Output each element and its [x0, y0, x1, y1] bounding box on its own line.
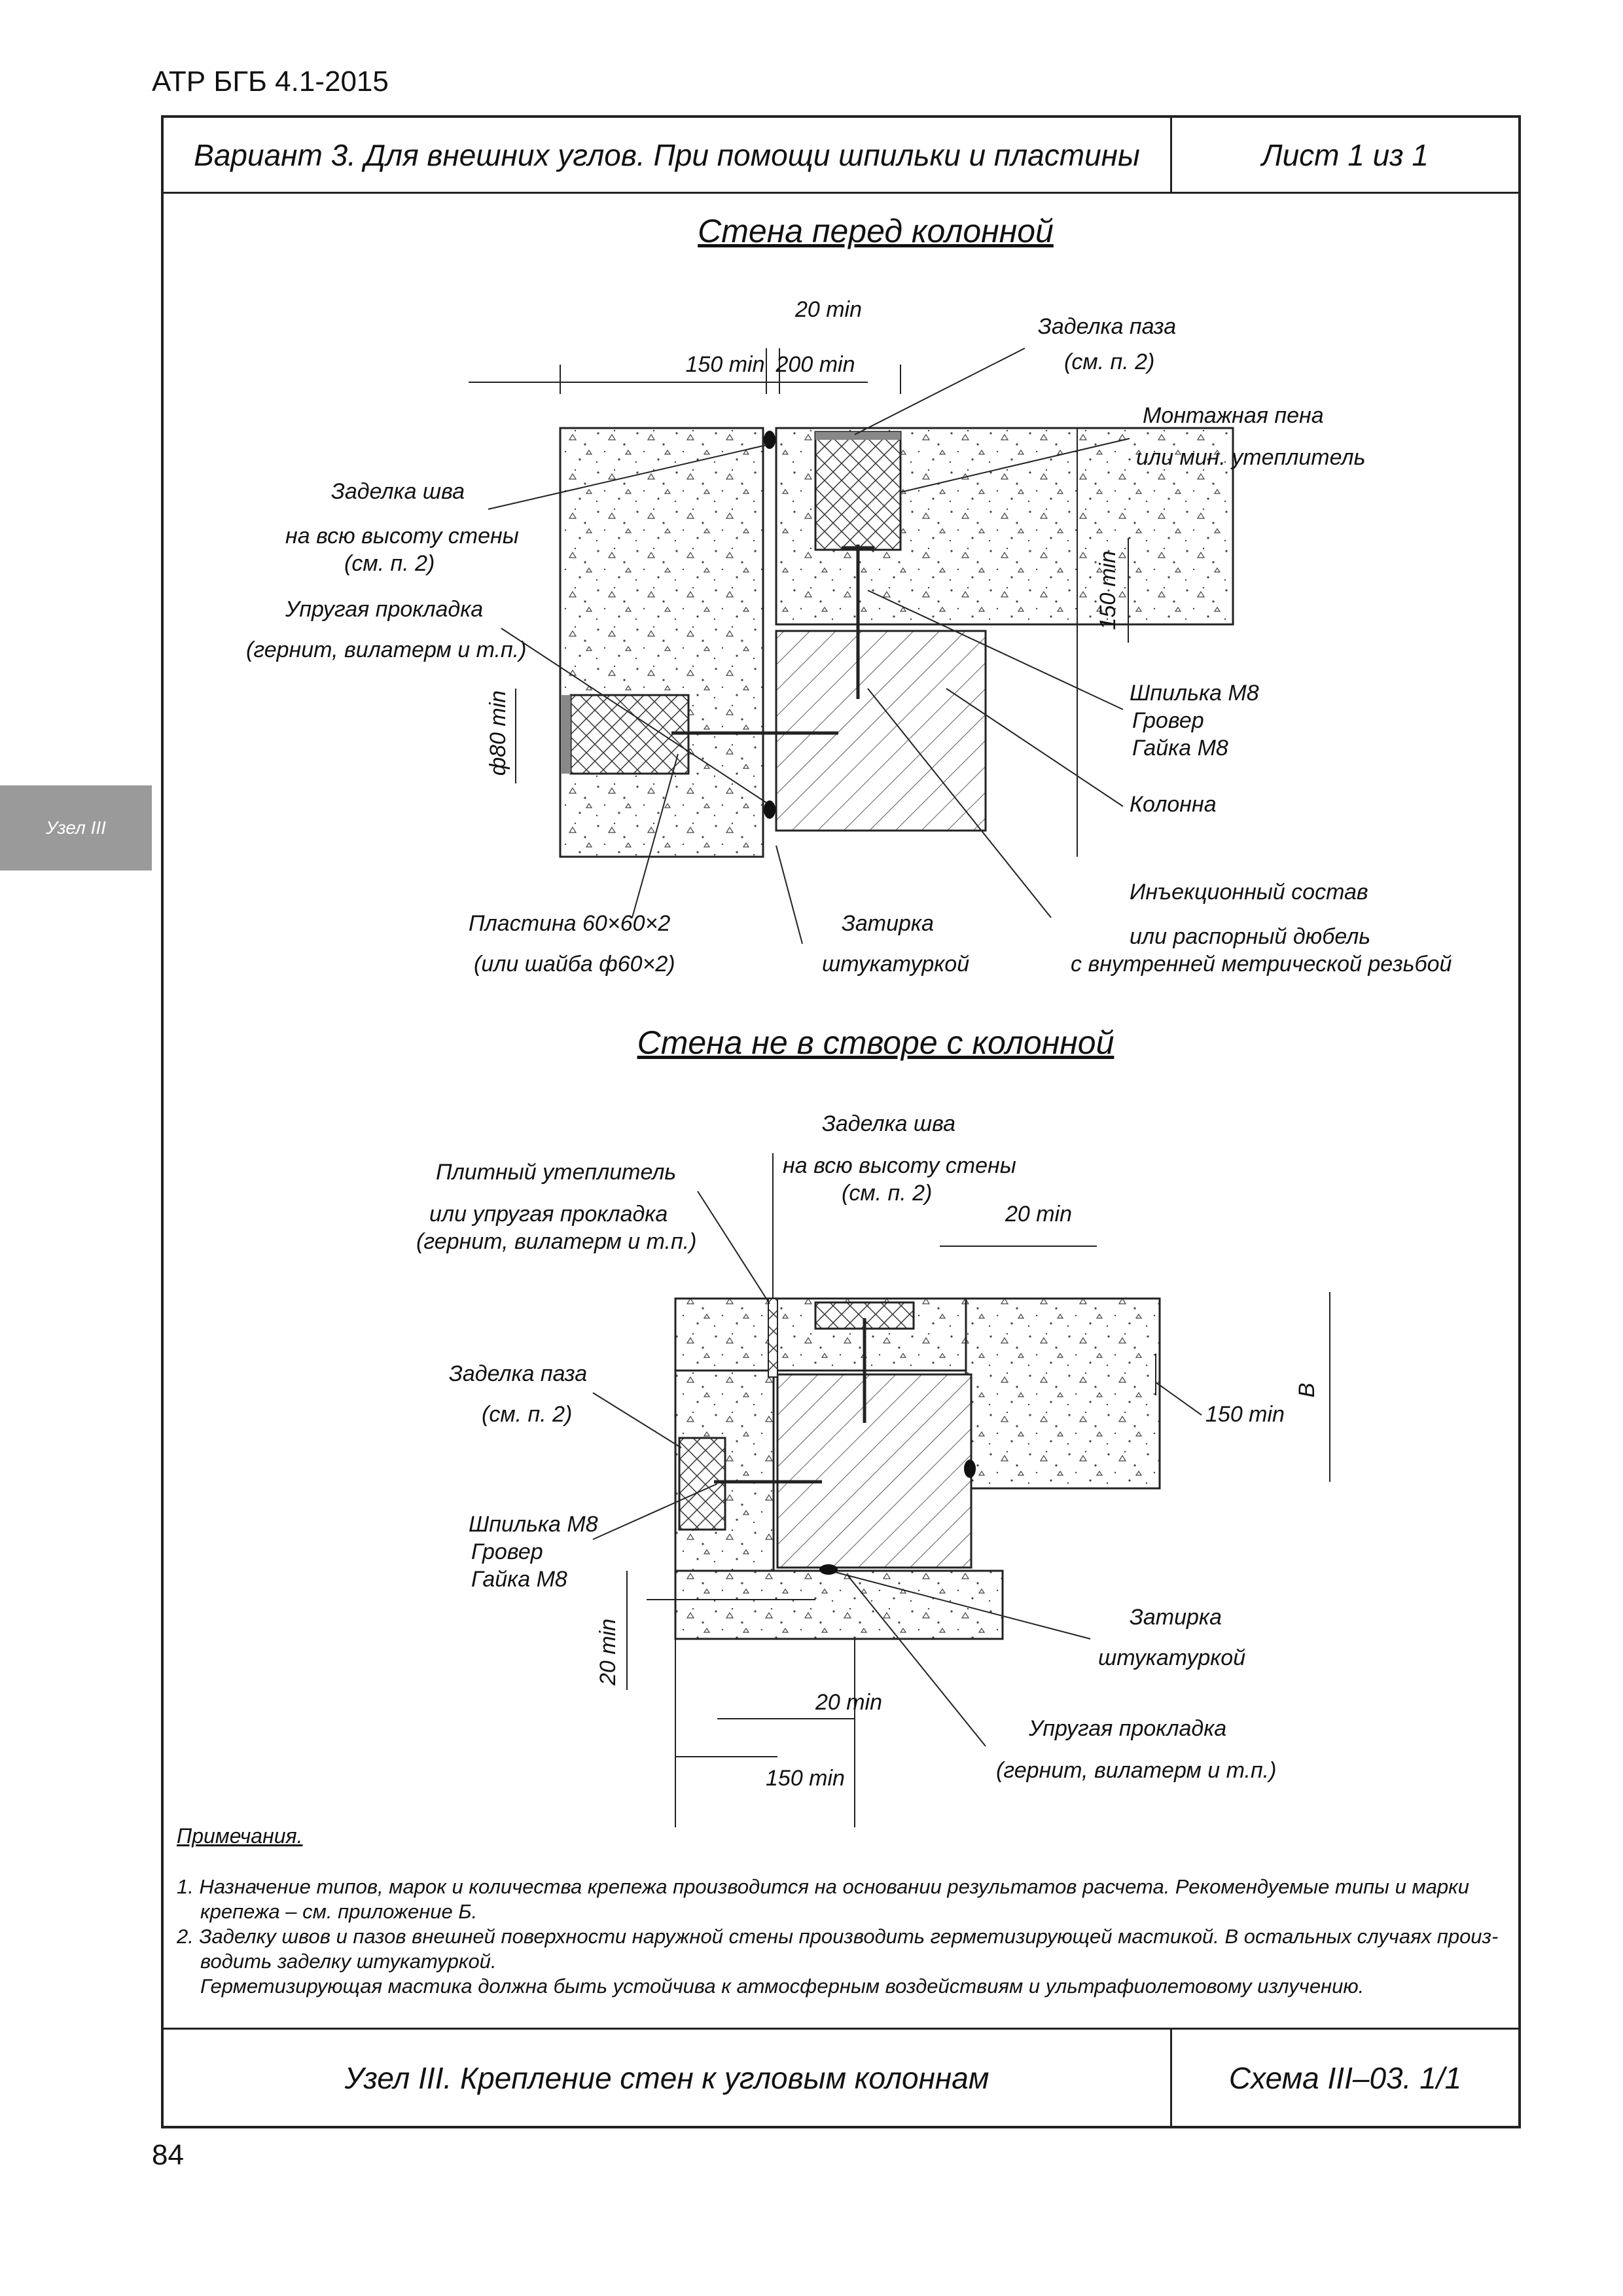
s1-inject-3: с внутренней метрической резьбой [1071, 952, 1452, 977]
s2-zatirka-2: штукатуркой [1098, 1645, 1245, 1670]
s1-leader-6 [946, 688, 1124, 807]
s1-leader-9 [776, 845, 803, 944]
s1-zadelka-paza-ref: (см. п. 2) [1064, 350, 1154, 374]
document-code: АТР БГБ 4.1-2015 [152, 65, 389, 98]
section1-title: Стена перед колонной [698, 213, 1054, 249]
s2-shpilka: Шпилька М8 [469, 1512, 598, 1537]
s1-montazh-pena: Монтажная пена [1143, 403, 1324, 428]
s2-leader-dim [1155, 1382, 1202, 1416]
s1-dim-150min: 150 min [686, 352, 765, 377]
s1-wall [559, 427, 764, 858]
s2-grover: Гровер [471, 1539, 543, 1564]
s2-leader-2 [697, 1191, 770, 1304]
s1-groove-seal [815, 432, 901, 440]
s1-dim-200min: 200 min [776, 352, 855, 377]
s1-leader-5 [867, 590, 1124, 710]
s2-leader-4 [592, 1483, 718, 1540]
notes-heading: Примечания. [177, 1824, 303, 1848]
s1-zadelka-shva: Заделка шва [331, 479, 465, 504]
s1-leader-1 [854, 348, 1026, 435]
s1-inject: Инъекционный состав [1130, 880, 1368, 905]
s2-gaika: Гайка М8 [471, 1567, 567, 1592]
s2-plit-uteplitel-2: или упругая прокладка [429, 1202, 668, 1227]
title-block-header: Вариант 3. Для внешних углов. При помощи… [164, 118, 1518, 194]
s2-zatirka: Затирка [1130, 1605, 1222, 1630]
title-block-footer: Узел III. Крепление стен к угловым колон… [164, 2028, 1518, 2126]
s2-dim-B-right: B [1294, 1383, 1319, 1398]
s1-montazh-pena-2: или мин. утеплитель [1136, 445, 1365, 470]
note-2-cont: водить заделку штукатуркой. [200, 1950, 497, 1973]
s1-dim-20min: 20 min [794, 297, 862, 322]
s2-zadelka-paza-ref: (см. п. 2) [482, 1402, 572, 1427]
note-2-cont-2: Герметизирующая мастика должна быть усто… [200, 1975, 1364, 1998]
s2-plit-uteplitel-3: (гернит, вилатерм и т.п.) [416, 1229, 696, 1254]
s1-plastina: Пластина 60×60×2 [469, 911, 670, 936]
s2-dim-150min-right: 150 min [1205, 1402, 1285, 1427]
header-sheet: Лист 1 из 1 [1262, 137, 1429, 172]
s2-leader-3 [592, 1392, 682, 1448]
s2-dim-150min-bottom: 150 min [766, 1766, 845, 1791]
s1-seal-bottom [764, 800, 776, 819]
s1-grover: Гровер [1132, 708, 1204, 733]
s1-leader-7 [867, 688, 1052, 918]
s1-leader-3 [488, 444, 767, 510]
s1-zadelka-paza: Заделка паза [1038, 314, 1176, 339]
s2-seal-right [964, 1460, 976, 1478]
s2-plit-uteplitel: Плитный утеплитель [436, 1160, 676, 1185]
note-1: 1. Назначение типов, марок и количества … [177, 1875, 1470, 1898]
drawing-area: Стена перед колонной 20 min 150 min 200 … [161, 191, 1521, 1880]
s1-zatirka-2: штукатуркой [822, 952, 969, 977]
s1-column [775, 630, 987, 832]
s1-seal-top [764, 431, 776, 449]
s2-zadelka-shva: Заделка шва [822, 1111, 955, 1136]
s1-foam-insert [814, 431, 902, 551]
s1-plastina-2: (или шайба ф60×2) [474, 952, 675, 977]
side-tab: Узел III [0, 785, 152, 870]
drawing-frame: Вариант 3. Для внешних углов. При помощи… [161, 115, 1521, 2128]
s2-zadelka-shva-ref: (см. п. 2) [842, 1181, 932, 1206]
s2-uprug-prokladka: Упругая прокладка [1028, 1716, 1226, 1741]
technical-drawing: Стена перед колонной 20 min 150 min 200 … [246, 213, 1452, 1880]
s2-leader-6 [847, 1575, 986, 1747]
s1-dim-150min-vert: 150 min [1096, 551, 1120, 630]
s1-kolonna: Колонна [1130, 792, 1217, 817]
s2-dim-20min-bottom: 20 min [815, 1690, 882, 1715]
s2-uprug-prokladka-2: (гернит, вилатерм и т.п.) [996, 1758, 1276, 1783]
footer-title: Узел III. Крепление стен к угловым колон… [164, 2030, 1172, 2126]
s1-leader-8 [632, 753, 679, 918]
s2-insulation-strip [768, 1298, 778, 1378]
footer-scheme: Схема III–03. 1/1 [1228, 2060, 1462, 2095]
s1-dim-80min: ф80 min [486, 691, 510, 776]
s2-wall-bottom [674, 1570, 1004, 1640]
s1-gaika: Гайка М8 [1132, 736, 1228, 761]
s2-panel-right [965, 1297, 1161, 1490]
s2-zadelka-paza: Заделка паза [449, 1361, 587, 1386]
s1-wall-insert-seal [562, 695, 571, 774]
s1-leader-4 [501, 628, 768, 804]
s2-zadelka-shva-2: на всю высоту стены [783, 1153, 1016, 1178]
s1-uprug-prokladka-2: (гернит, вилатерм и т.п.) [246, 637, 526, 662]
s1-uprug-prokladka: Упругая прокладка [285, 597, 483, 622]
notes-block: Примечания. 1. Назначение типов, марок и… [177, 1823, 1505, 1999]
s1-zadelka-shva-ref: (см. п. 2) [344, 551, 435, 576]
section2-title: Стена не в створе с колонной [637, 1024, 1115, 1061]
s2-column [776, 1373, 972, 1569]
s1-inject-2: или распорный дюбель [1130, 924, 1370, 949]
s1-leader-2 [900, 438, 1130, 493]
s1-zatirka: Затирка [842, 911, 934, 936]
header-title: Вариант 3. Для внешних углов. При помощи… [164, 118, 1172, 192]
s1-zadelka-shva-2: на всю высоту стены [285, 524, 519, 548]
page-number: 84 [152, 2139, 184, 2171]
note-2: 2. Заделку швов и пазов внешней поверхно… [177, 1925, 1499, 1948]
s2-dim-20min-top: 20 min [1005, 1202, 1072, 1227]
s1-wall-insert [569, 694, 690, 775]
s2-dim-20min-left: 20 min [596, 1619, 620, 1686]
note-1-cont: крепежа – см. приложение Б. [200, 1900, 478, 1923]
s2-left-insert [678, 1437, 726, 1531]
s2-seal-bottom [819, 1564, 838, 1575]
s1-shpilka: Шпилька М8 [1130, 681, 1259, 706]
s2-leader-5 [834, 1571, 1091, 1640]
